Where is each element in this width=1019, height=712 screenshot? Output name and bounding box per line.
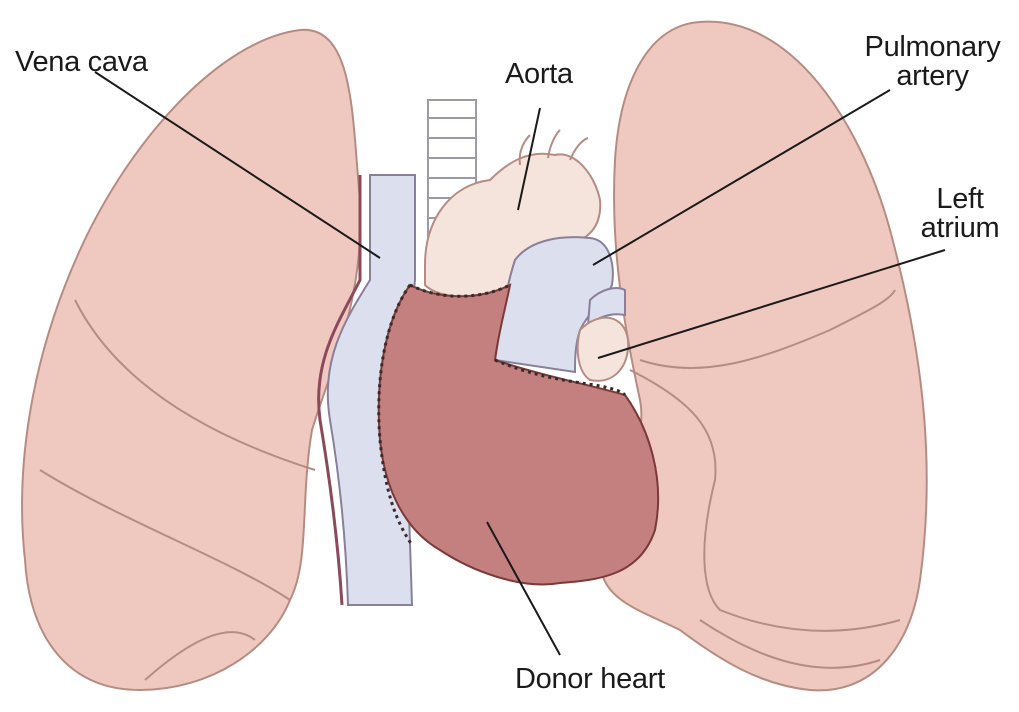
label-pulmonary-artery: Pulmonary artery xyxy=(850,33,1015,91)
left-lung xyxy=(22,30,360,690)
label-aorta: Aorta xyxy=(505,60,573,89)
left-atrium xyxy=(578,318,628,381)
label-left-atrium-line1: Left xyxy=(905,185,1015,214)
label-pulmonary-artery-line2: artery xyxy=(850,62,1015,91)
label-left-atrium: Left atrium xyxy=(905,185,1015,243)
label-left-atrium-line2: atrium xyxy=(905,214,1015,243)
label-donor-heart: Donor heart xyxy=(515,665,665,694)
label-vena-cava: Vena cava xyxy=(15,48,148,77)
label-pulmonary-artery-line1: Pulmonary xyxy=(850,33,1015,62)
